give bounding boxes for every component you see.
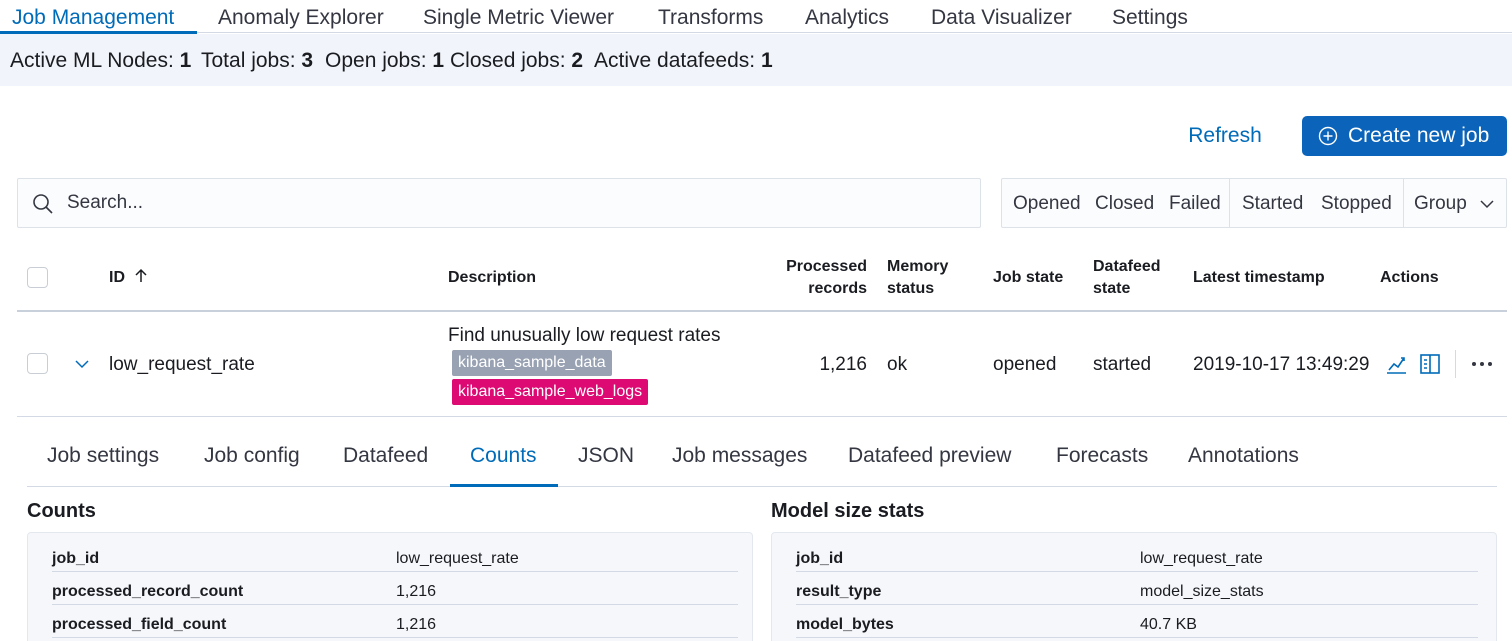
filter-closed[interactable]: Closed: [1095, 193, 1155, 214]
search-icon: [33, 194, 53, 214]
table-header-divider: [17, 310, 1507, 312]
column-header-latest-timestamp[interactable]: Latest timestamp: [1193, 269, 1325, 286]
column-header-description[interactable]: Description: [448, 269, 537, 286]
tab-settings[interactable]: Settings: [1112, 6, 1188, 29]
detail-tabs-divider: [27, 486, 1497, 487]
filter-group: Opened Closed Failed Started Stopped Gro…: [1001, 178, 1507, 228]
counts-value: 1,216: [396, 583, 437, 600]
tab-job-settings[interactable]: Job settings: [47, 444, 160, 467]
filter-divider: [1403, 179, 1404, 227]
counts-title: Counts: [27, 500, 96, 522]
tab-anomaly-explorer[interactable]: Anomaly Explorer: [218, 6, 384, 29]
model-key: job_id: [796, 550, 844, 567]
counts-value: low_request_rate: [396, 550, 519, 567]
filter-divider: [1229, 179, 1230, 227]
job-id: low_request_rate: [109, 354, 255, 375]
filter-started[interactable]: Started: [1242, 193, 1304, 214]
tab-job-config[interactable]: Job config: [204, 444, 300, 467]
create-new-job-button[interactable]: Create new job: [1302, 116, 1507, 156]
chevron-down-icon[interactable]: [1479, 196, 1495, 212]
row-divider: [17, 416, 1507, 417]
model-size-stats-title: Model size stats: [771, 500, 925, 522]
processed-records: 1,216: [819, 354, 867, 375]
counts-row-job-id: job_id low_request_rate: [52, 539, 738, 572]
filter-group-dropdown[interactable]: Group: [1414, 193, 1467, 214]
tab-datafeed-preview[interactable]: Datafeed preview: [848, 444, 1012, 467]
top-nav: Job Management Anomaly Explorer Single M…: [0, 0, 1512, 34]
stat-closed-jobs: Closed jobs: 2: [450, 49, 584, 72]
single-metric-viewer-icon[interactable]: [1418, 352, 1442, 376]
refresh-button[interactable]: Refresh: [1176, 116, 1274, 156]
tab-forecasts[interactable]: Forecasts: [1056, 444, 1149, 467]
tab-data-visualizer[interactable]: Data Visualizer: [931, 6, 1072, 29]
anomaly-chart-icon[interactable]: [1384, 352, 1408, 376]
job-description: Find unusually low request rates: [448, 325, 721, 346]
active-tab-indicator: [0, 31, 197, 34]
active-detail-tab-indicator: [450, 484, 558, 487]
tab-annotations[interactable]: Annotations: [1188, 444, 1299, 467]
stat-active-ml-nodes: Active ML Nodes: 1: [10, 49, 192, 72]
search-input[interactable]: [67, 179, 967, 227]
column-header-id[interactable]: ID: [109, 267, 149, 289]
plus-in-circle-icon: [1318, 126, 1338, 146]
counts-panel: job_id low_request_rate processed_record…: [27, 532, 753, 641]
select-all-checkbox[interactable]: [27, 267, 48, 288]
counts-key: processed_record_count: [52, 583, 244, 600]
group-badge[interactable]: kibana_sample_web_logs: [452, 379, 649, 405]
datafeed-state: started: [1093, 354, 1152, 375]
stats-bar: Active ML Nodes: 1 Total jobs: 3 Open jo…: [0, 34, 1512, 86]
tab-job-messages[interactable]: Job messages: [672, 444, 808, 467]
model-row-job-id: job_id low_request_rate: [796, 539, 1478, 572]
model-row-result-type: result_type model_size_stats: [796, 572, 1478, 605]
latest-timestamp: 2019-10-17 13:49:29: [1193, 354, 1370, 375]
search-box: [17, 178, 981, 228]
counts-key: job_id: [52, 550, 100, 567]
tab-single-metric-viewer[interactable]: Single Metric Viewer: [423, 6, 615, 29]
stat-active-datafeeds: Active datafeeds: 1: [594, 49, 773, 72]
group-badge[interactable]: kibana_sample_data: [452, 350, 612, 376]
model-value: model_size_stats: [1140, 583, 1264, 600]
tab-counts[interactable]: Counts: [470, 444, 537, 467]
tab-datafeed[interactable]: Datafeed: [343, 444, 429, 467]
model-value: low_request_rate: [1140, 550, 1263, 567]
counts-value: 1,216: [396, 616, 437, 633]
stat-open-jobs: Open jobs: 1: [325, 49, 445, 72]
counts-row-processed-record-count: processed_record_count 1,216: [52, 572, 738, 605]
more-actions-icon[interactable]: [1470, 352, 1494, 376]
model-value: 40.7 KB: [1140, 616, 1197, 633]
model-key: result_type: [796, 583, 882, 600]
chevron-down-icon[interactable]: [74, 356, 90, 372]
model-size-stats-panel: job_id low_request_rate result_type mode…: [771, 532, 1497, 641]
tab-job-management[interactable]: Job Management: [12, 6, 175, 29]
actions-divider: [1455, 350, 1456, 378]
counts-key: processed_field_count: [52, 616, 227, 633]
model-key: model_bytes: [796, 616, 894, 633]
sort-ascending-icon: [135, 268, 147, 282]
tab-transforms[interactable]: Transforms: [658, 6, 764, 29]
stat-total-jobs: Total jobs: 3: [201, 49, 314, 72]
create-new-job-label: Create new job: [1348, 124, 1490, 147]
column-header-actions: Actions: [1380, 269, 1439, 286]
column-header-job-state[interactable]: Job state: [993, 269, 1064, 286]
job-state: opened: [993, 354, 1057, 375]
counts-row-processed-field-count: processed_field_count 1,216: [52, 605, 738, 638]
tab-json[interactable]: JSON: [578, 444, 635, 467]
row-checkbox[interactable]: [27, 353, 48, 374]
filter-stopped[interactable]: Stopped: [1321, 193, 1392, 214]
filter-failed[interactable]: Failed: [1169, 193, 1221, 214]
memory-status: ok: [887, 354, 908, 375]
model-row-model-bytes: model_bytes 40.7 KB: [796, 605, 1478, 638]
tab-analytics[interactable]: Analytics: [805, 6, 890, 29]
filter-opened[interactable]: Opened: [1013, 193, 1081, 214]
